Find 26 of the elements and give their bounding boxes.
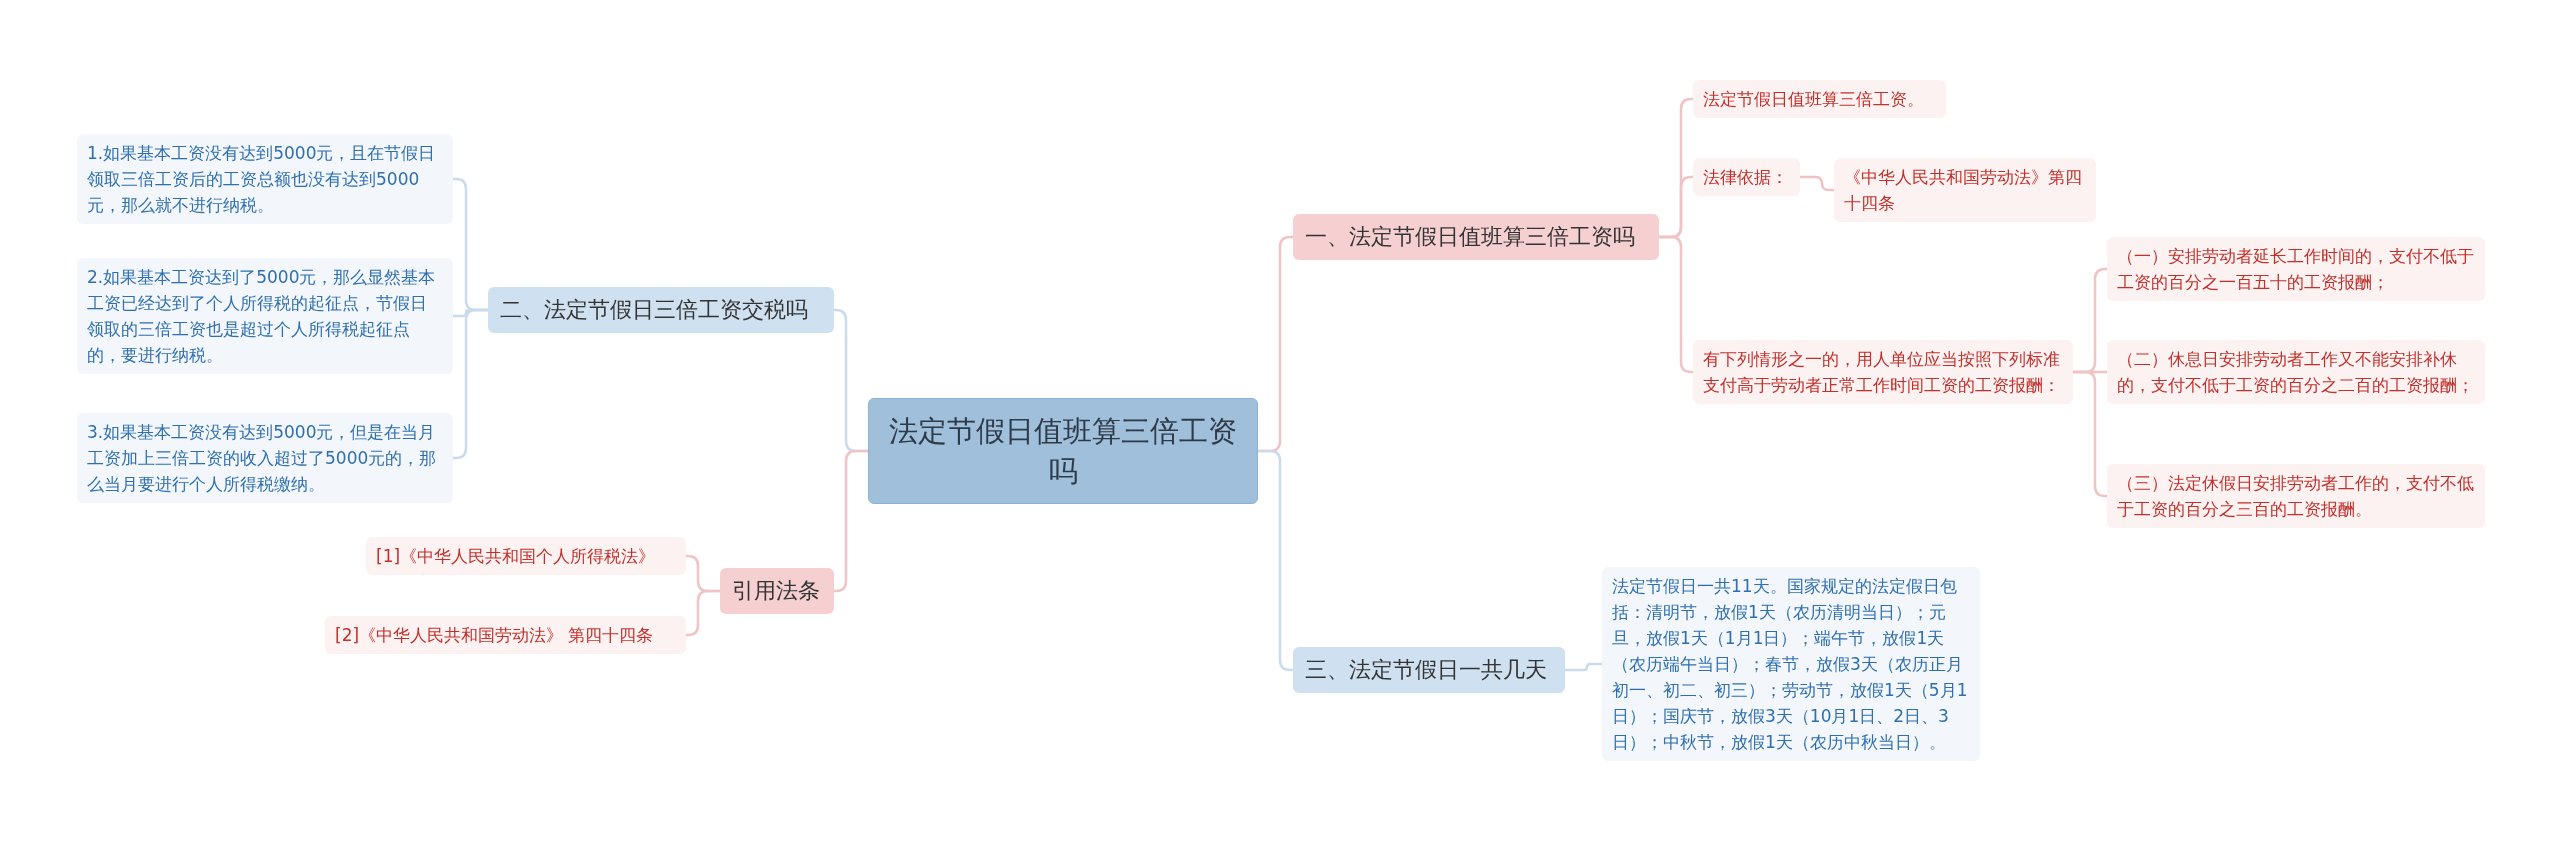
subtopic-card: 法律依据： <box>1693 158 1800 196</box>
subtopic-card: 法定节假日值班算三倍工资。 <box>1693 80 1946 118</box>
subtopic-card: （一）安排劳动者延长工作时间的，支付不低于工资的百分之一百五十的工资报酬； <box>2107 237 2485 301</box>
subtopic-card: 1.如果基本工资没有达到5000元，且在节假日领取三倍工资后的工资总额也没有达到5000元，那么就不进行纳税。 <box>77 134 453 224</box>
subtopic-card: [1]《中华人民共和国个人所得税法》 <box>366 537 686 575</box>
connector-line <box>2073 370 2107 498</box>
connector-line <box>1659 235 1693 374</box>
subtopic-card: （二）休息日安排劳动者工作又不能安排补休的，支付不低于工资的百分之二百的工资报酬； <box>2107 340 2485 404</box>
branch-topic: 一、法定节假日值班算三倍工资吗 <box>1293 214 1659 260</box>
connector-line <box>453 308 488 460</box>
subtopic-card: （三）法定休假日安排劳动者工作的，支付不低于工资的百分之三百的工资报酬。 <box>2107 464 2485 528</box>
connector-line <box>1258 449 1293 672</box>
branch-topic: 二、法定节假日三倍工资交税吗 <box>488 287 834 333</box>
central-topic: 法定节假日值班算三倍工资吗 <box>868 398 1258 504</box>
subtopic-card: 有下列情形之一的，用人单位应当按照下列标准支付高于劳动者正常工作时间工资的工资报酬： <box>1693 340 2073 404</box>
subtopic-card: [2]《中华人民共和国劳动法》 第四十四条 <box>325 616 686 654</box>
subtopic-card: 法定节假日一共11天。国家规定的法定假日包括：清明节，放假1天（农历清明当日）；元旦，放假1天（1月1日）；端午节，放假1天（农历端午当日）；春节，放假3天（农历正月初一、初二、初三）；劳动节，放假1天（5月1日）；国庆节，放假3天（10月1日、2日、3日）；中秋节，放假1天（农历中秋当日）。 <box>1602 567 1980 761</box>
branch-topic: 三、法定节假日一共几天 <box>1293 647 1565 693</box>
subtopic-card: 2.如果基本工资达到了5000元，那么显然基本工资已经达到了个人所得税的起征点，节假日领取的三倍工资也是超过个人所得税起征点的，要进行纳税。 <box>77 258 453 374</box>
branch-topic: 引用法条 <box>720 568 834 614</box>
connector-line <box>834 449 868 593</box>
subtopic-card: 《中华人民共和国劳动法》第四十四条 <box>1834 158 2096 222</box>
connector-line <box>686 589 720 637</box>
connector-line <box>1800 175 1834 192</box>
connector-line <box>1565 662 1602 672</box>
subtopic-card: 3.如果基本工资没有达到5000元，但是在当月工资加上三倍工资的收入超过了5000元的，那么当月要进行个人所得税缴纳。 <box>77 413 453 503</box>
